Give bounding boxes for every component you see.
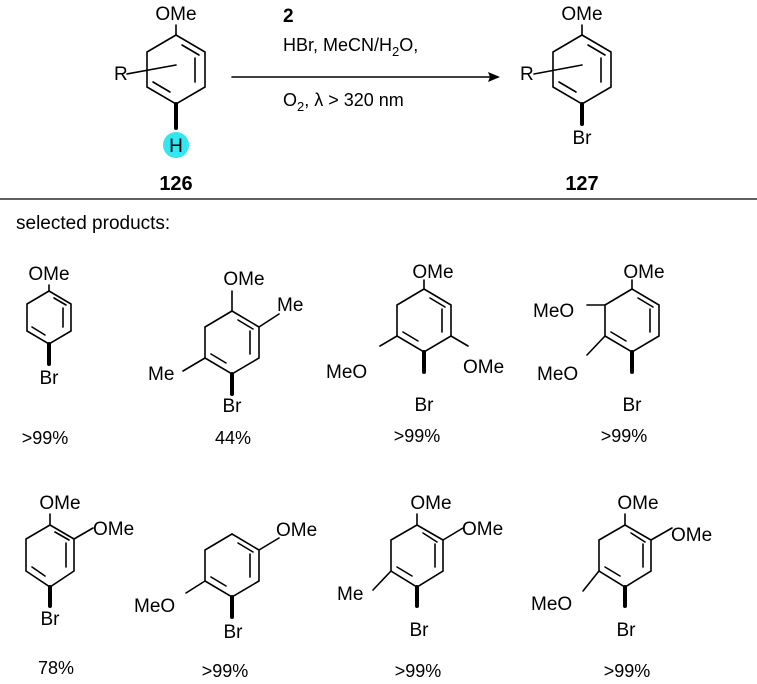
section-label: selected products:	[16, 213, 170, 234]
substituent-label-top: OMe	[223, 269, 264, 290]
highlighted-h-atom	[163, 132, 189, 158]
substituent-label-top: OMe	[39, 493, 80, 514]
reactant-structure: OMe R H	[114, 4, 206, 158]
yield-label-3: >99%	[394, 426, 441, 446]
substituent-label-right: OMe	[462, 519, 503, 540]
conditions-line-3: O2, λ > 320 nm	[283, 90, 404, 114]
substituent-label-bottom: Br	[617, 620, 637, 641]
substituent-label-bottom: Br	[623, 395, 643, 416]
substituent-label-top: OMe	[617, 493, 658, 514]
reagent-label: 2	[283, 6, 294, 27]
benzene-ring	[204, 310, 260, 375]
substituent-label-top: OMe	[410, 493, 451, 514]
reactant-r-label: R	[114, 64, 128, 85]
benzene-ring	[390, 524, 444, 588]
substituent-label-right: OMe	[93, 519, 134, 540]
benzene-ring	[396, 288, 452, 353]
benzene-ring	[604, 288, 660, 353]
product-structure-7: OMe OMe Me Br	[337, 493, 503, 641]
substituent-label-right: OMe	[276, 520, 317, 541]
reactant-h-label: H	[169, 136, 183, 157]
benzene-ring	[204, 533, 260, 598]
product-methoxy-label: OMe	[561, 4, 602, 25]
benzene-ring	[598, 524, 652, 588]
product-structure: OMe R Br	[520, 4, 612, 149]
substituent-label-left: Me	[148, 364, 174, 385]
substituent-label-right: OMe	[463, 357, 504, 378]
substituent-label-bottom: Br	[40, 368, 60, 389]
substituent-label-left-bottom: MeO	[537, 364, 578, 385]
substituent-label-top: OMe	[412, 262, 453, 283]
yield-label-4: >99%	[601, 426, 648, 446]
substituent-label-bottom: Br	[410, 620, 430, 641]
substituent-label-top: OMe	[28, 264, 69, 285]
r-substituent-bond	[126, 64, 177, 75]
reaction-arrow-head	[488, 72, 500, 82]
reactant-methoxy-label: OMe	[155, 4, 196, 25]
substituent-label-left: MeO	[531, 594, 572, 615]
yield-label-2: 44%	[215, 428, 251, 448]
product-r-label: R	[520, 64, 534, 85]
substituent-label-right: Me	[277, 295, 303, 316]
yield-label-6: >99%	[202, 661, 249, 681]
product-compound-number: 127	[565, 173, 598, 195]
substituent-label-left: Me	[337, 584, 363, 605]
reactant-compound-number: 126	[159, 173, 192, 195]
yield-label-8: >99%	[604, 661, 651, 681]
yield-label-5: 78%	[38, 658, 74, 678]
product-structure-5: OMe OMe Br	[25, 493, 134, 630]
product-br-label: Br	[573, 128, 593, 149]
benzene-ring	[26, 290, 72, 345]
substituent-label-right: OMe	[671, 525, 712, 546]
substituent-label-bottom: Br	[223, 396, 243, 417]
r-substituent-bond	[533, 64, 583, 75]
conditions-line-2: HBr, MeCN/H2O,	[283, 35, 418, 59]
yield-label-1: >99%	[22, 428, 69, 448]
product-structure-3: OMe OMe MeO Br	[326, 262, 504, 416]
yield-label-7: >99%	[395, 661, 442, 681]
product-structure-1: OMe Br	[26, 264, 72, 389]
substituent-label-left: MeO	[326, 362, 367, 383]
substituent-label-left: MeO	[134, 596, 175, 617]
substituent-label-left-top: MeO	[533, 301, 574, 322]
product-structure-8: OMe OMe MeO Br	[531, 493, 712, 641]
substituent-label-top: OMe	[623, 262, 664, 283]
benzene-ring	[25, 524, 75, 588]
product-structure-4: OMe MeO MeO Br	[533, 262, 665, 416]
substituent-label-bottom: Br	[41, 609, 61, 630]
product-structure-6: OMe MeO Br	[134, 520, 317, 643]
substituent-label-bottom: Br	[415, 395, 435, 416]
product-structure-2: OMe Me Me Br	[148, 269, 303, 417]
substituent-label-bottom: Br	[224, 622, 244, 643]
